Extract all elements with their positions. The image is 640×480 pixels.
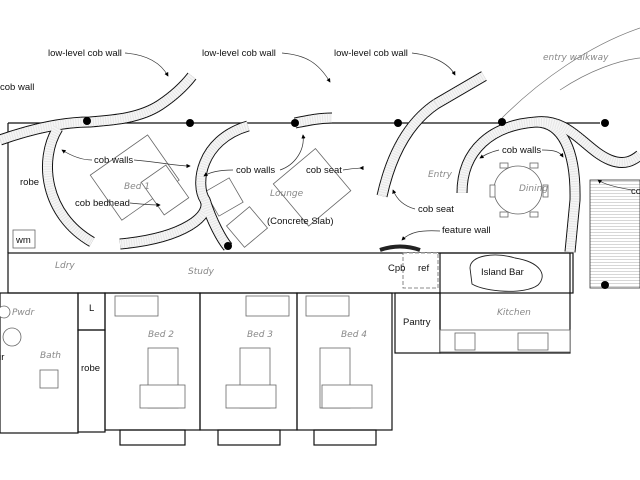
label-cob-seat: cob seat <box>306 165 342 176</box>
entry-walkway-line <box>501 27 640 119</box>
robe-2-room <box>77 329 106 433</box>
room-lounge: Lounge <box>270 189 304 199</box>
room-robe-2: robe <box>81 363 100 374</box>
cob-wall-fill <box>0 73 196 145</box>
room-ldry: Ldry <box>55 261 75 271</box>
label-cob-cut: co <box>631 186 640 197</box>
label-cob-walls: cob walls <box>502 145 541 156</box>
cob-walls <box>0 71 640 253</box>
cob-wall-texture <box>377 72 487 197</box>
room-robe: robe <box>20 177 39 188</box>
room-dining: Dining <box>519 184 548 194</box>
deck <box>589 179 640 289</box>
room-wm: wm <box>15 235 31 246</box>
cob-wall-texture <box>43 125 95 246</box>
room-ref: ref <box>418 263 429 274</box>
cob-wall-texture <box>119 121 250 249</box>
room-entry: Entry <box>428 170 453 180</box>
kitchen-room <box>439 252 571 354</box>
room-study: Study <box>188 267 215 277</box>
leader-arrows <box>61 52 633 241</box>
cob-wall-texture <box>535 117 640 167</box>
label-low-level-cob-wall: low-level cob wall <box>334 48 408 59</box>
label-low-level-cob-wall: low-level cob wall <box>202 48 276 59</box>
room-linen: L <box>89 303 94 314</box>
linen-room <box>77 292 106 331</box>
label-cob-bedhead: cob bedhead <box>75 198 130 209</box>
cob-wall-texture <box>457 117 580 253</box>
room-island-bar: Island Bar <box>481 267 524 278</box>
entry-walkway-line <box>559 57 640 91</box>
feature-wall-shape <box>379 244 421 252</box>
label-cob-seat: cob seat <box>418 204 454 215</box>
label-cob-walls: cob walls <box>236 165 275 176</box>
lounge-furniture <box>89 134 352 248</box>
room-kitchen: Kitchen <box>497 308 531 318</box>
room-bed-3: Bed 3 <box>247 330 273 340</box>
label-cob-wall: cob wall <box>0 82 34 93</box>
bedroom-wing <box>104 292 393 446</box>
columns <box>83 117 609 289</box>
island-bar-shape <box>469 254 543 292</box>
cob-wall-texture <box>200 198 232 250</box>
room-bed-4: Bed 4 <box>341 330 367 340</box>
room-bed-1: Bed 1 <box>124 182 150 192</box>
dining-table <box>489 162 549 218</box>
label-cob-walls: cob walls <box>94 155 133 166</box>
room-cut-label: ur <box>0 352 4 363</box>
room-bed-2: Bed 2 <box>148 330 174 340</box>
label-entry-walkway: entry walkway <box>543 53 609 63</box>
label-concrete-slab: (Concrete Slab) <box>267 216 334 227</box>
room-cpb: Cpb <box>388 263 405 274</box>
label-low-level-cob-wall: low-level cob wall <box>48 48 122 59</box>
room-bath: Bath <box>40 351 61 361</box>
room-pwdr: Pwdr <box>12 308 36 318</box>
label-feature-wall: feature wall <box>442 225 491 236</box>
room-pantry: Pantry <box>403 317 431 328</box>
